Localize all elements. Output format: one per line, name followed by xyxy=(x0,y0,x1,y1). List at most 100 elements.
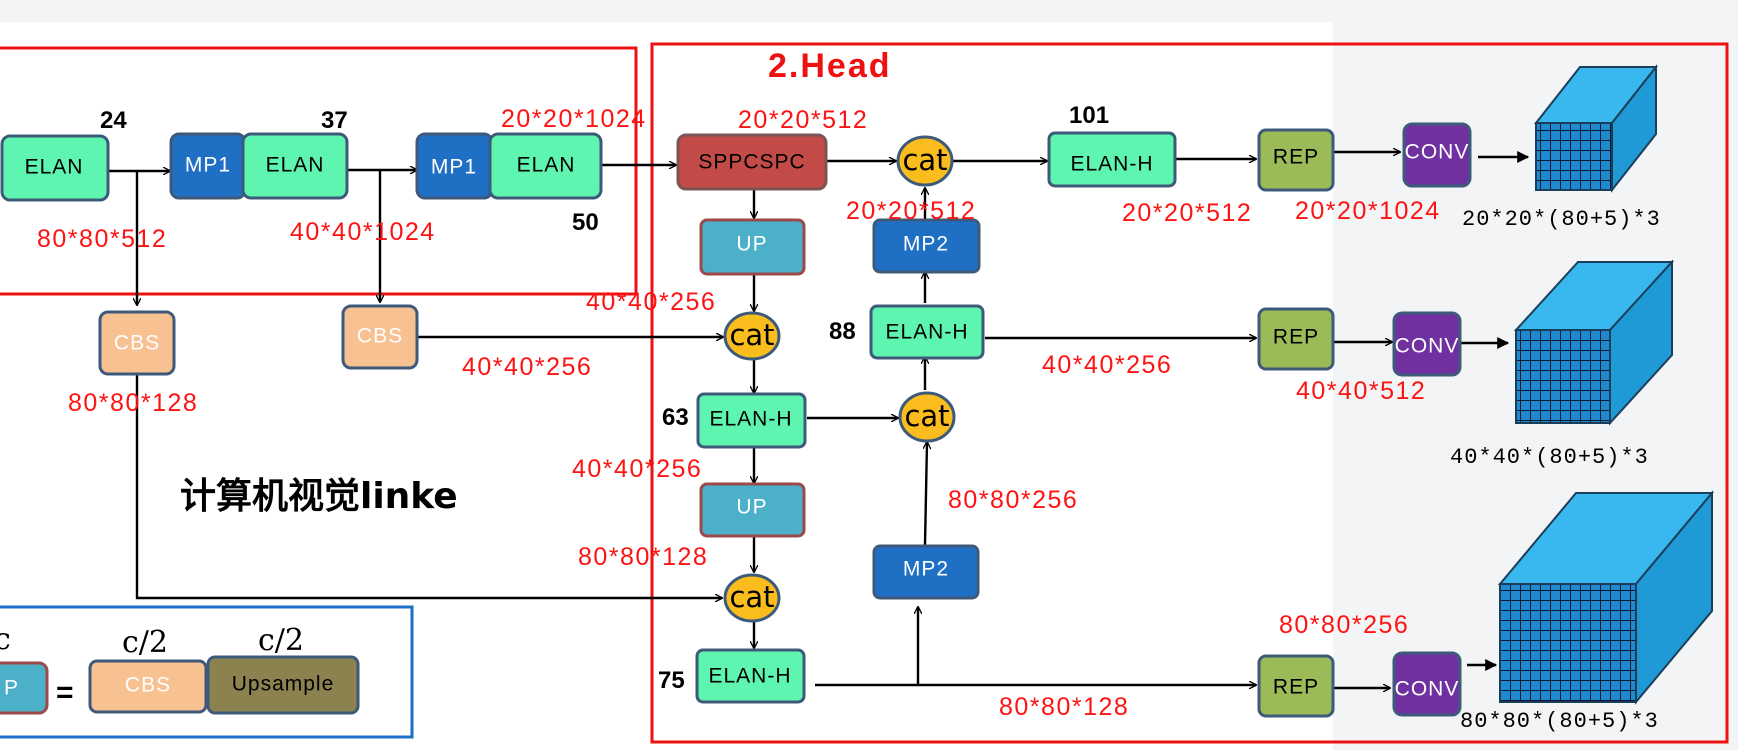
sppcspc-label: SPPCSPC xyxy=(698,151,805,174)
legend-c-half-2: c/2 xyxy=(258,623,304,658)
legend-equals: = xyxy=(56,676,74,709)
legend: c P = c/2 c/2 CBS Upsample xyxy=(0,622,360,715)
legend-upsample-block xyxy=(206,655,360,715)
elan-h-block-75: ELAN-H xyxy=(695,648,806,704)
cat-label: cat xyxy=(729,318,774,352)
cat-node-mid: cat xyxy=(723,311,781,361)
conv-block-2: CONV xyxy=(1392,311,1462,377)
head-title: 2.Head xyxy=(768,47,892,85)
legend-up-label: P xyxy=(4,677,18,700)
dim-label: 80*80*512 xyxy=(37,225,167,253)
output-label-20: 20*20*(80+5)*3 xyxy=(1462,207,1661,232)
legend-cbs-block xyxy=(88,659,208,714)
conv-label: CONV xyxy=(1405,141,1470,164)
mp2-label: MP2 xyxy=(903,558,949,581)
elan-h-block-101: ELAN-H xyxy=(1047,131,1177,188)
layer-number-63: 63 xyxy=(662,404,689,431)
conv-label: CONV xyxy=(1395,335,1460,358)
sppcspc-block: SPPCSPC xyxy=(676,133,828,191)
mp2-block-2: MP2 xyxy=(872,544,980,600)
elan-h-label: ELAN-H xyxy=(1070,153,1153,176)
dim-label: 40*40*256 xyxy=(572,455,702,483)
head-frame xyxy=(650,42,1729,744)
cat-label: cat xyxy=(729,580,774,614)
mp2-block-1: MP2 xyxy=(872,218,981,274)
conv-block-1: CONV xyxy=(1402,122,1472,188)
watermark: 计算机视觉linke xyxy=(180,476,458,517)
legend-up-block xyxy=(0,661,49,715)
output-cube-80 xyxy=(1497,490,1715,705)
dim-label: 80*80*128 xyxy=(68,389,198,417)
dim-label: 40*40*1024 xyxy=(290,218,436,246)
conv-block-3: CONV xyxy=(1392,651,1462,717)
legend-frame xyxy=(0,605,414,739)
mp1-block-1: MP1 xyxy=(169,132,247,200)
up-block-1: UP xyxy=(699,218,806,276)
elan-h-label: ELAN-H xyxy=(885,321,968,344)
elan-block-50: ELAN xyxy=(488,132,603,200)
legend-upsample-label: Upsample xyxy=(232,673,335,696)
mp2-label: MP2 xyxy=(903,233,949,256)
rep-label: REP xyxy=(1273,326,1319,349)
dim-label: 40*40*256 xyxy=(462,353,592,381)
cat-node-bottom: cat xyxy=(723,573,781,623)
dim-label: 20*20*512 xyxy=(846,197,976,225)
main-panel xyxy=(0,22,1333,750)
cat-label: cat xyxy=(902,143,947,177)
output-cube-20 xyxy=(1533,64,1659,193)
rep-block-3: REP xyxy=(1257,654,1335,718)
output-label-40: 40*40*(80+5)*3 xyxy=(1450,445,1649,470)
layer-number-24: 24 xyxy=(100,107,127,134)
dim-label: 20*20*1024 xyxy=(501,105,647,133)
dim-label: 20*20*1024 xyxy=(1295,197,1441,225)
elan-h-block-63: ELAN-H xyxy=(696,392,807,449)
layer-number-37: 37 xyxy=(321,107,348,134)
elan-label: ELAN xyxy=(25,156,84,179)
up-label: UP xyxy=(736,233,767,256)
dim-label: 80*80*128 xyxy=(578,543,708,571)
cbs-block-2: CBS xyxy=(341,304,419,370)
elan-h-block-88: ELAN-H xyxy=(869,304,985,360)
elan-block-37: ELAN xyxy=(241,132,349,200)
dim-label: 40*40*512 xyxy=(1296,377,1426,405)
dim-label: 40*40*256 xyxy=(1042,351,1172,379)
conv-label: CONV xyxy=(1395,678,1460,701)
output-label-80: 80*80*(80+5)*3 xyxy=(1460,709,1659,734)
dim-label: 80*80*256 xyxy=(1279,611,1409,639)
cbs-label: CBS xyxy=(114,332,160,355)
dim-label: 80*80*256 xyxy=(948,486,1078,514)
backbone-frame xyxy=(0,46,638,296)
dim-label: 40*40*256 xyxy=(586,288,716,316)
legend-cbs-label: CBS xyxy=(125,674,171,697)
layer-number-50: 50 xyxy=(572,209,599,236)
legend-c-label: c xyxy=(0,622,11,657)
dim-label: 80*80*128 xyxy=(999,693,1129,721)
output-cube-40 xyxy=(1513,259,1675,426)
layer-number-75: 75 xyxy=(658,667,685,694)
elan-block-24: ELAN xyxy=(0,134,110,202)
rep-label: REP xyxy=(1273,676,1319,699)
layer-number-101: 101 xyxy=(1069,102,1109,129)
elan-label: ELAN xyxy=(266,154,325,177)
layer-number-88: 88 xyxy=(829,318,856,345)
rep-block-2: REP xyxy=(1257,307,1335,371)
dim-label: 20*20*512 xyxy=(738,106,868,134)
mp1-label: MP1 xyxy=(431,156,477,179)
rep-label: REP xyxy=(1273,146,1319,169)
mp1-block-2: MP1 xyxy=(415,132,494,200)
cat-node-center: cat xyxy=(898,391,956,443)
cat-label: cat xyxy=(904,399,949,433)
elan-h-label: ELAN-H xyxy=(709,408,792,431)
connectors xyxy=(100,152,1530,688)
rep-block-1: REP xyxy=(1257,128,1335,192)
cat-node-top: cat xyxy=(896,135,954,187)
elan-label: ELAN xyxy=(517,154,576,177)
up-label: UP xyxy=(736,496,767,519)
legend-c-half-1: c/2 xyxy=(122,625,168,660)
elan-h-label: ELAN-H xyxy=(708,665,791,688)
mp1-label: MP1 xyxy=(185,154,231,177)
dim-label: 20*20*512 xyxy=(1122,199,1252,227)
cbs-block-1: CBS xyxy=(98,310,176,376)
cbs-label: CBS xyxy=(357,325,403,348)
